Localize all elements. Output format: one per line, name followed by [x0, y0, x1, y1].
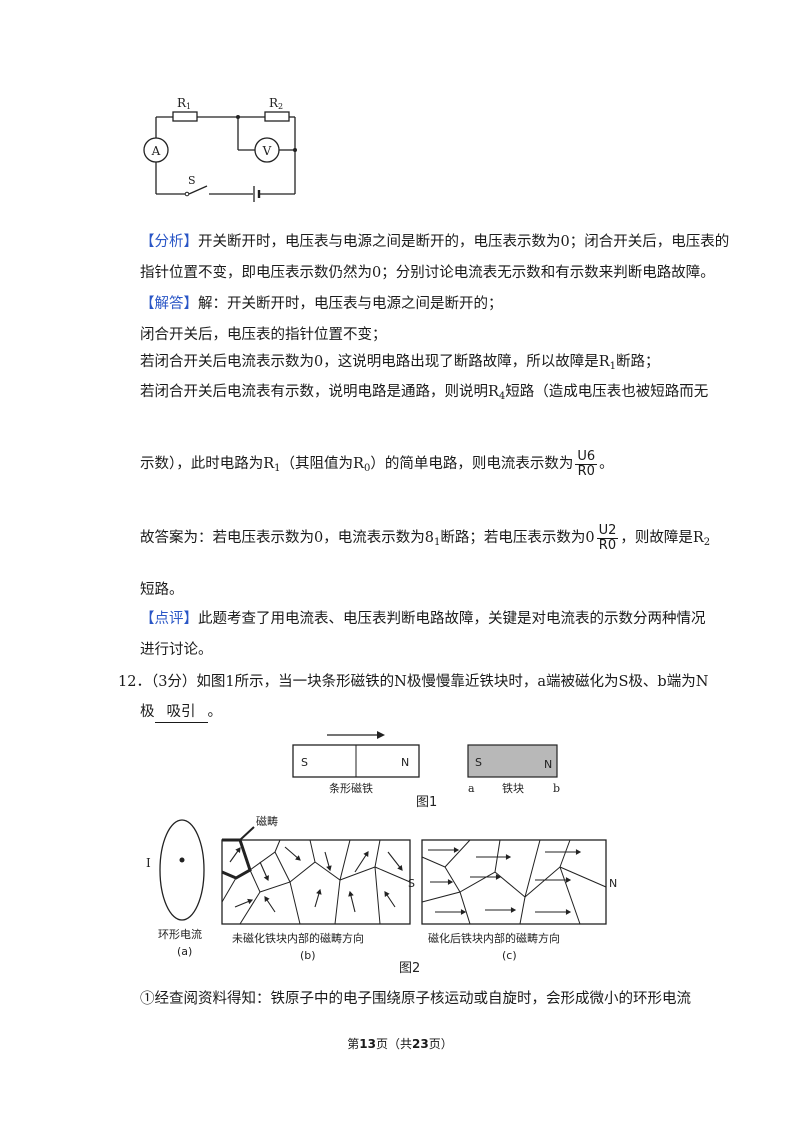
arrowhead-icon: [575, 849, 582, 855]
answer-line-2: 闭合开关后，电压表的指针位置不变；: [140, 327, 387, 343]
arrowhead-icon: [295, 855, 301, 861]
svg-text:S: S: [408, 877, 415, 890]
switch-label: S: [188, 174, 196, 187]
answer-line-4: 若闭合开关后电流表有示数，说明电路是通路，则说明R4短路（造成电压表也被短路而无: [140, 384, 709, 402]
answer-tag: 【解答】: [140, 296, 198, 312]
arrowhead-icon: [348, 890, 354, 897]
svg-text:(b): (b): [300, 949, 316, 962]
svg-text:环形电流: 环形电流: [158, 927, 202, 941]
arrowhead-icon: [363, 851, 369, 857]
arrowhead-icon: [460, 909, 467, 915]
arrowhead-icon: [263, 875, 269, 882]
svg-text:条形磁铁: 条形磁铁: [329, 781, 373, 795]
switch-lever: [188, 185, 208, 195]
point-1-line: ①经查阅资料得知：铁原子中的电子围绕原子核运动或自旋时，会形成微小的环形电流: [140, 991, 691, 1007]
arrowhead-icon: [235, 847, 241, 853]
svg-text:磁畴: 磁畴: [256, 815, 278, 828]
comment-line-2: 进行讨论。: [140, 642, 213, 658]
answer-line-1: 【解答】解：开关断开时，电压表与电源之间是断开的；: [140, 296, 503, 312]
r1-label: R1: [177, 96, 191, 111]
arrowhead-icon: [453, 847, 460, 853]
figure-2: I 环形电流 (a) 磁畴 未磁化铁块内部的磁畴方向 (b): [146, 815, 617, 976]
analysis-tag: 【分析】: [140, 234, 198, 250]
iron-block: [467, 744, 558, 778]
arrowhead-icon: [565, 877, 572, 883]
svg-text:N: N: [401, 756, 409, 769]
voltmeter-label: V: [262, 144, 272, 158]
svg-text:S: S: [475, 756, 482, 769]
svg-text:N: N: [544, 758, 552, 771]
answer-blank: 吸引: [154, 702, 208, 723]
unmagnetized-block: [221, 839, 411, 925]
analysis-line-2: 指针位置不变，即电压表示数仍然为0；分别讨论电流表无示数和有示数来判断电路故障。: [140, 265, 715, 281]
arrowhead-icon: [384, 891, 390, 897]
comment-tag: 【点评】: [140, 611, 198, 627]
answer-line-3: 若闭合开关后电流表示数为0，这说明电路出现了断路故障，所以故障是R1断路；: [140, 354, 660, 372]
arrowhead-icon: [505, 854, 512, 860]
svg-text:b: b: [553, 782, 560, 795]
question-12-line-2: 极吸引。: [140, 702, 222, 723]
arrow-right-icon: [377, 731, 385, 739]
resistor-r2: [264, 111, 290, 122]
resistor-r1: [172, 111, 198, 122]
analysis-line-1: 【分析】开关断开时，电压表与电源之间是断开的，电压表示数为0；闭合开关后，电压表…: [140, 234, 730, 250]
answer-line-7: 短路。: [140, 582, 184, 598]
arrowhead-icon: [565, 909, 572, 915]
svg-text:磁化后铁块内部的磁畴方向: 磁化后铁块内部的磁畴方向: [428, 931, 560, 945]
svg-text:铁块: 铁块: [502, 782, 524, 795]
arrowhead-icon: [495, 874, 502, 880]
arrowhead-icon: [264, 896, 270, 902]
svg-text:a: a: [468, 782, 475, 795]
arrowhead-icon: [397, 865, 403, 871]
ring-current: [159, 819, 205, 921]
figure-1: S N 条形磁铁 S N a 铁块 b 图1: [292, 731, 560, 810]
svg-text:(a): (a): [177, 945, 192, 958]
svg-text:图1: 图1: [416, 795, 437, 810]
arrowhead-icon: [247, 898, 254, 905]
arrowhead-icon: [510, 907, 517, 913]
svg-text:未磁化铁块内部的磁畴方向: 未磁化铁块内部的磁畴方向: [232, 931, 364, 945]
arrowhead-icon: [316, 888, 322, 895]
svg-text:S: S: [301, 756, 308, 769]
r2-label: R2: [269, 96, 283, 111]
ammeter-label: A: [151, 144, 161, 158]
svg-text:图2: 图2: [399, 961, 420, 976]
svg-text:(c): (c): [502, 949, 517, 962]
domain-arrows-random: [229, 846, 403, 913]
svg-text:N: N: [609, 877, 617, 890]
domain-arrows-aligned: [428, 847, 582, 915]
arrowhead-icon: [447, 879, 454, 885]
svg-text:I: I: [146, 856, 151, 870]
page-footer: 第13页（共23页）: [347, 1037, 453, 1051]
circuit-diagram: R1 R2 A V S: [143, 96, 297, 202]
comment-line-1: 【点评】此题考查了用电流表、电压表判断电路故障，关键是对电流表的示数分两种情况: [140, 611, 706, 627]
arrowhead-icon: [326, 865, 332, 872]
question-12-line-1: 12．（3分）如图1所示，当一块条形磁铁的N极慢慢靠近铁块时，a端被磁化为S极、…: [118, 674, 709, 690]
